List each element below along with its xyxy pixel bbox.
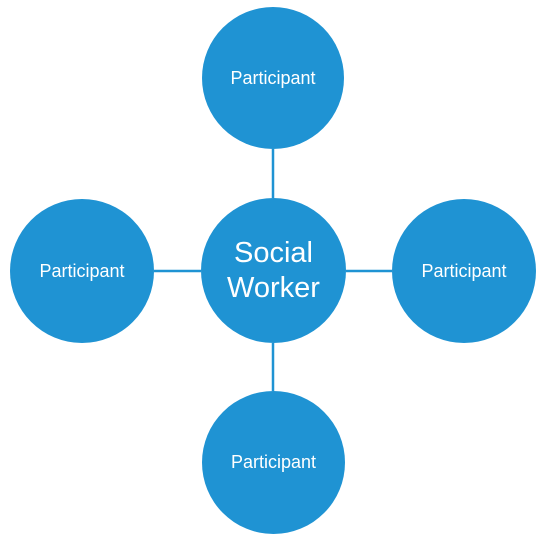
participant-label-right: Participant	[421, 260, 507, 281]
participant-label-top: Participant	[230, 67, 316, 88]
participant-node-top: Participant	[202, 7, 344, 149]
participant-label-left: Participant	[39, 260, 125, 281]
social-worker-label: Social Worker	[227, 237, 320, 304]
participant-label-bottom: Participant	[230, 452, 317, 473]
social-worker-node: Social Worker	[201, 198, 346, 343]
participant-node-left: Participant	[10, 199, 154, 343]
participant-node-right: Participant	[392, 199, 536, 343]
participant-node-bottom: Participant	[202, 391, 345, 534]
